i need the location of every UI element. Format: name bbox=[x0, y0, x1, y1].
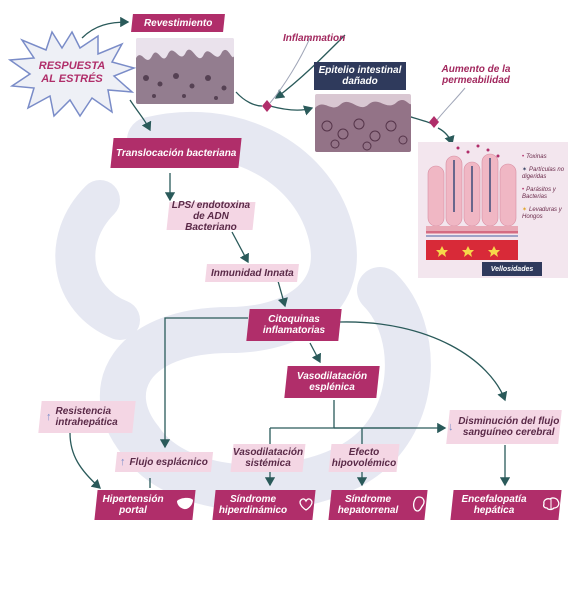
down-arrow-icon: ↓ bbox=[448, 420, 454, 433]
node-epitelio: Epitelio intestinal dañado bbox=[314, 62, 406, 90]
kidney-icon bbox=[412, 495, 426, 515]
brain-icon bbox=[542, 496, 560, 514]
up-arrow-icon: ↑ bbox=[46, 410, 52, 423]
node-efecto-hipovolemico-label: Efecto hipovolémico bbox=[331, 447, 397, 469]
node-encefalopatia: Encefalopatía hepática bbox=[450, 490, 562, 520]
node-citoquinas-label: Citoquinas inflamatorias bbox=[262, 314, 326, 336]
legend-item-toxinas: •Toxinas bbox=[522, 154, 547, 160]
node-sindrome-hiperdinamico-label: Síndrome hiperdinámico bbox=[218, 494, 288, 516]
stress-response-burst: RESPUESTA AL ESTRÉS bbox=[8, 30, 136, 118]
node-vasodilatacion-sistemica-label: Vasodilatación sistémica bbox=[232, 447, 304, 469]
node-lps: LPS/ endotoxina de ADN Bacteriano bbox=[166, 199, 256, 233]
node-disminucion-flujo-label: Disminución del flujo sanguíneo cerebral bbox=[458, 416, 560, 438]
villi-caption-badge: Vellosidades bbox=[482, 262, 542, 276]
node-citoquinas: Citoquinas inflamatorias bbox=[246, 309, 342, 341]
node-revestimiento-label: Revestimiento bbox=[143, 17, 213, 29]
node-lps-label: LPS/ endotoxina de ADN Bacteriano bbox=[171, 199, 251, 233]
node-efecto-hipovolemico: Efecto hipovolémico bbox=[328, 444, 400, 472]
node-vasodilatacion-esplenica: Vasodilatación esplénica bbox=[284, 366, 380, 398]
inflammation-label: Inflammation bbox=[283, 33, 346, 44]
node-revestimiento: Revestimiento bbox=[131, 14, 225, 32]
villi-caption: Vellosidades bbox=[490, 265, 534, 273]
node-flujo-esplacnico-label: Flujo esplácnico bbox=[129, 456, 208, 468]
up-arrow-icon: ↑ bbox=[120, 455, 126, 468]
legend-item-particulas: ✶Partículas no digeridas bbox=[522, 167, 565, 180]
liver-icon bbox=[176, 497, 194, 514]
node-inmunidad-label: Inmunidad Innata bbox=[210, 267, 294, 279]
node-vasodilatacion-esplenica-label: Vasodilatación esplénica bbox=[296, 371, 368, 393]
stress-response-label: RESPUESTA AL ESTRÉS bbox=[38, 60, 106, 85]
heart-icon bbox=[298, 496, 314, 515]
node-resistencia: ↑ Resistencia intrahepática bbox=[38, 401, 136, 433]
node-encefalopatia-label: Encefalopatía hepática bbox=[461, 494, 527, 516]
diamond-marker-1 bbox=[262, 100, 272, 112]
node-inmunidad: Inmunidad Innata bbox=[205, 264, 299, 282]
node-resistencia-label: Resistencia intrahepática bbox=[55, 406, 118, 428]
node-hipertension-portal-label: Hipertensión portal bbox=[102, 494, 164, 516]
legend-item-levaduras: ✶Levaduras y Hongos bbox=[522, 207, 562, 220]
node-sindrome-hiperdinamico: Síndrome hiperdinámico bbox=[212, 490, 316, 520]
node-sindrome-hepatorrenal-label: Síndrome hepatorrenal bbox=[337, 494, 399, 516]
villi-legend: •Toxinas ✶Partículas no digeridas •Parás… bbox=[522, 154, 568, 227]
histology-image-damaged bbox=[315, 94, 411, 152]
histology-image-normal bbox=[136, 38, 234, 104]
diamond-marker-2 bbox=[429, 116, 439, 128]
node-vasodilatacion-sistemica: Vasodilatación sistémica bbox=[230, 444, 306, 472]
node-epitelio-label: Epitelio intestinal dañado bbox=[318, 65, 402, 87]
node-sindrome-hepatorrenal: Síndrome hepatorrenal bbox=[328, 490, 428, 520]
permeability-label: Aumento de la permeabilidad bbox=[441, 64, 511, 86]
node-hipertension-portal: Hipertensión portal bbox=[94, 490, 196, 520]
node-disminucion-flujo: ↓ Disminución del flujo sanguíneo cerebr… bbox=[446, 410, 562, 444]
villi-illustration: •Toxinas ✶Partículas no digeridas •Parás… bbox=[418, 142, 568, 278]
node-translocacion-label: Translocación bacteriana bbox=[115, 147, 237, 159]
node-flujo-esplacnico: ↑ Flujo esplácnico bbox=[114, 452, 214, 472]
legend-item-parasitos: •Parásitos y Bacterias bbox=[522, 187, 556, 200]
node-translocacion: Translocación bacteriana bbox=[110, 138, 242, 168]
